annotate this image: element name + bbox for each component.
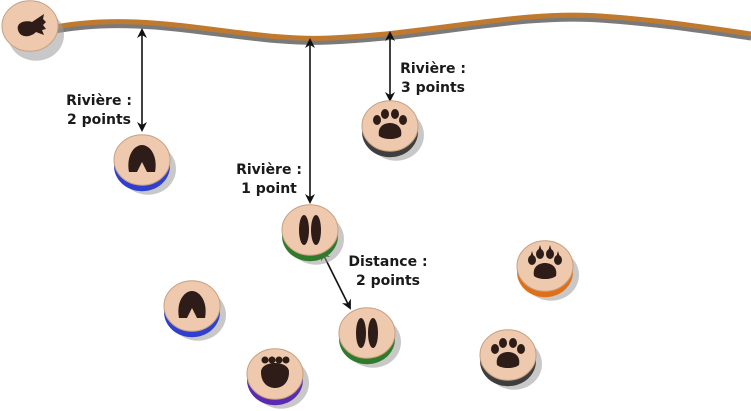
- river: [49, 12, 751, 45]
- hoof-print-icon: [128, 145, 156, 172]
- label-distance-2: Distance : 2 points: [342, 253, 434, 291]
- paw-print-icon: [491, 338, 525, 368]
- label-river-3-line2: 3 points: [400, 80, 466, 96]
- cloven-print-icon: [299, 215, 321, 245]
- token-dark-a: [361, 100, 424, 161]
- label-distance-2-line1: Distance :: [348, 254, 428, 270]
- token-green-b: [338, 307, 401, 368]
- token-blue-a: [113, 134, 176, 195]
- label-distance-2-line2: 2 points: [355, 273, 421, 289]
- token-purple: [246, 348, 309, 409]
- bear-print-icon: [261, 356, 290, 388]
- token-green-a: [281, 204, 344, 265]
- label-river-2-line2: 2 points: [66, 112, 132, 128]
- token-orange: [516, 240, 579, 301]
- river-start-token: [1, 0, 64, 61]
- label-river-1: Rivière : 1 point: [232, 161, 306, 199]
- token-blue-b: [163, 280, 226, 341]
- label-river-2: Rivière : 2 points: [62, 92, 136, 130]
- tokens: [1, 0, 579, 409]
- label-river-1-line1: Rivière :: [236, 162, 302, 178]
- label-river-1-line2: 1 point: [241, 181, 297, 197]
- label-river-3: Rivière : 3 points: [396, 60, 470, 98]
- hoof-print-icon: [178, 291, 206, 318]
- hand-print-icon: [17, 14, 46, 37]
- claw-print-icon: [528, 245, 562, 279]
- token-dark-b: [479, 329, 542, 390]
- label-river-2-line1: Rivière :: [66, 93, 132, 109]
- cloven-print-icon: [356, 318, 378, 348]
- paw-print-icon: [373, 109, 407, 139]
- label-river-3-line1: Rivière :: [400, 61, 466, 77]
